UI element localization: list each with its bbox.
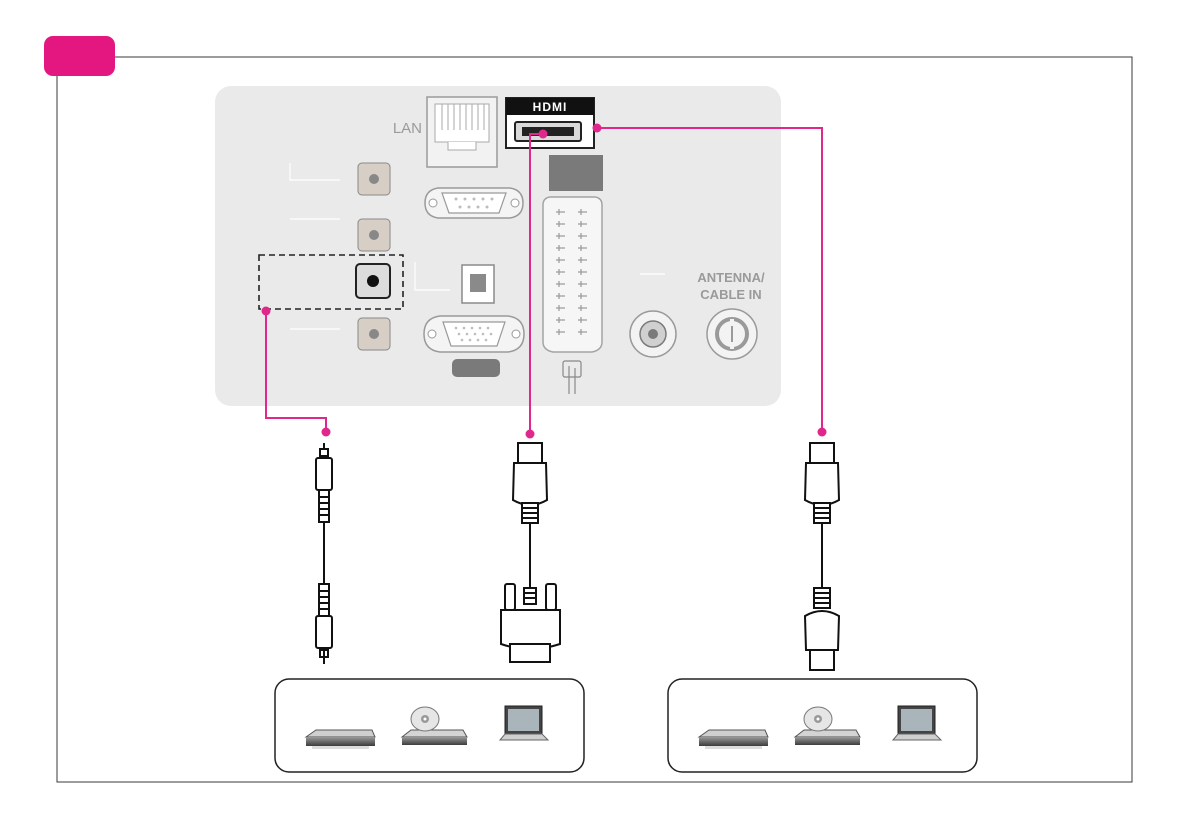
hdmi-port-dot-1 — [539, 130, 548, 139]
lan-port — [427, 97, 497, 167]
vga-label-plate — [452, 359, 500, 377]
tv-back-panel — [215, 86, 781, 406]
audio-cable-dot — [322, 428, 331, 437]
set-top-box-icon — [306, 730, 375, 749]
hdmi-cable-icon — [805, 443, 839, 670]
audio-jack-4 — [358, 318, 390, 350]
hdmi-logo-text: HDMI — [533, 100, 568, 114]
hdmi-port-dot-2 — [593, 124, 602, 133]
lan-label: LAN — [393, 120, 422, 137]
laptop-icon — [893, 706, 941, 740]
scart-port — [543, 197, 602, 352]
set-top-box-icon — [699, 730, 768, 749]
hdmi-cable-dot — [818, 428, 827, 437]
laptop-icon — [500, 706, 548, 740]
audio-jack-1 — [358, 163, 390, 195]
rca-video-port — [630, 311, 676, 357]
audio-in-jack — [356, 264, 390, 298]
antenna-port — [707, 309, 757, 359]
audio-cable-icon — [316, 443, 332, 664]
antenna-label-line1: ANTENNA/ — [697, 270, 765, 285]
optical-port — [462, 265, 494, 303]
rs232-port — [425, 188, 523, 218]
audio-jack-2 — [358, 219, 390, 251]
antenna-label-line2: CABLE IN — [700, 287, 761, 302]
hdmi-dvi-cable-icon — [501, 443, 560, 662]
hdmi-label-plate — [549, 155, 603, 191]
hdmi-dvi-cable-dot — [526, 430, 535, 439]
audio-jack-dot — [262, 307, 271, 316]
vga-port — [424, 316, 524, 352]
step-badge — [44, 36, 115, 76]
